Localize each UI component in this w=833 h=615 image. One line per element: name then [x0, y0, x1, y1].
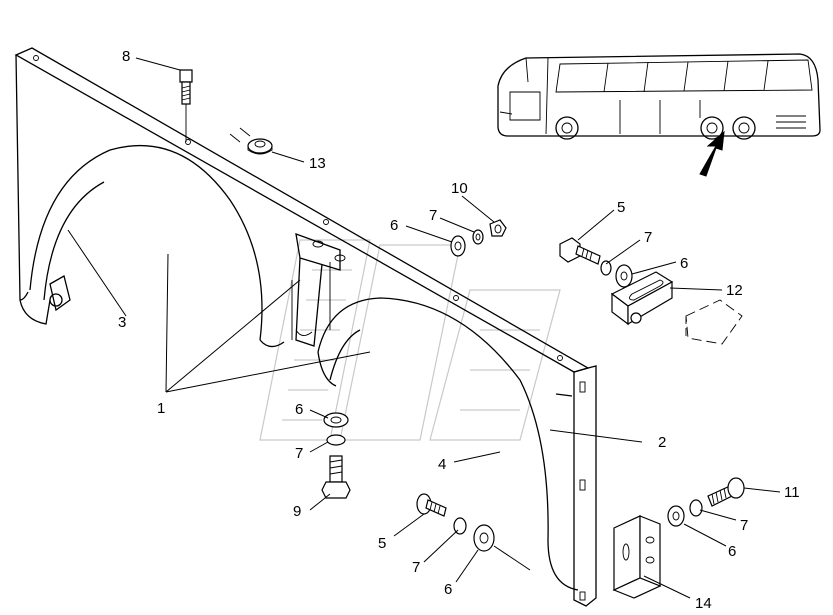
callout-2: 2 — [658, 434, 666, 451]
bus-illustration — [497, 53, 821, 140]
leader-lines — [67, 57, 781, 599]
lockwasher-7-right — [600, 260, 612, 276]
washer-6-bottom — [473, 524, 495, 552]
washer-6-lower-right — [667, 505, 685, 527]
callout-13: 13 — [309, 155, 326, 172]
callout-7: 7 — [429, 207, 437, 224]
lockwasher-7-top — [472, 229, 484, 245]
callout-6: 6 — [444, 581, 452, 598]
angle-bracket-14 — [612, 515, 662, 599]
callout-7: 7 — [740, 517, 748, 534]
bolt-8 — [179, 69, 193, 142]
lockwasher-7-bottom — [453, 517, 467, 535]
callout-7: 7 — [412, 559, 420, 576]
callout-6: 6 — [390, 217, 398, 234]
callout-6: 6 — [295, 401, 303, 418]
callout-7: 7 — [295, 445, 303, 462]
callout-12: 12 — [726, 282, 743, 299]
callout-5: 5 — [617, 199, 625, 216]
washer-6-right — [615, 264, 633, 288]
callout-9: 9 — [293, 503, 301, 520]
callout-3: 3 — [118, 314, 126, 331]
nut-13 — [229, 127, 273, 155]
lockwasher-7-mid — [326, 434, 346, 446]
callout-4: 4 — [438, 456, 446, 473]
callout-6: 6 — [680, 255, 688, 272]
location-arrow — [699, 130, 725, 177]
callout-11: 11 — [784, 484, 800, 501]
bolt-11 — [707, 477, 745, 507]
callout-labels: 8 13 10 6 7 5 7 6 12 3 1 6 7 9 4 2 5 7 6… — [118, 48, 800, 612]
callout-6: 6 — [728, 543, 736, 560]
wheel-arch-panel — [14, 47, 597, 607]
nut-10 — [489, 219, 507, 237]
mount-plate-12 — [610, 271, 743, 345]
washer-6-mid — [323, 412, 349, 428]
callout-8: 8 — [122, 48, 130, 65]
lockwasher-7-lower-right — [689, 499, 703, 517]
callout-10: 10 — [451, 180, 468, 197]
callout-5: 5 — [378, 535, 386, 552]
callout-1: 1 — [157, 400, 165, 417]
callout-7: 7 — [644, 229, 652, 246]
washer-6-top — [450, 235, 466, 257]
bolt-5-bottom — [416, 493, 447, 517]
bolt-5-top — [559, 237, 601, 265]
bolt-9 — [321, 455, 351, 499]
callout-14: 14 — [695, 595, 712, 612]
watermark-logo — [259, 239, 561, 441]
